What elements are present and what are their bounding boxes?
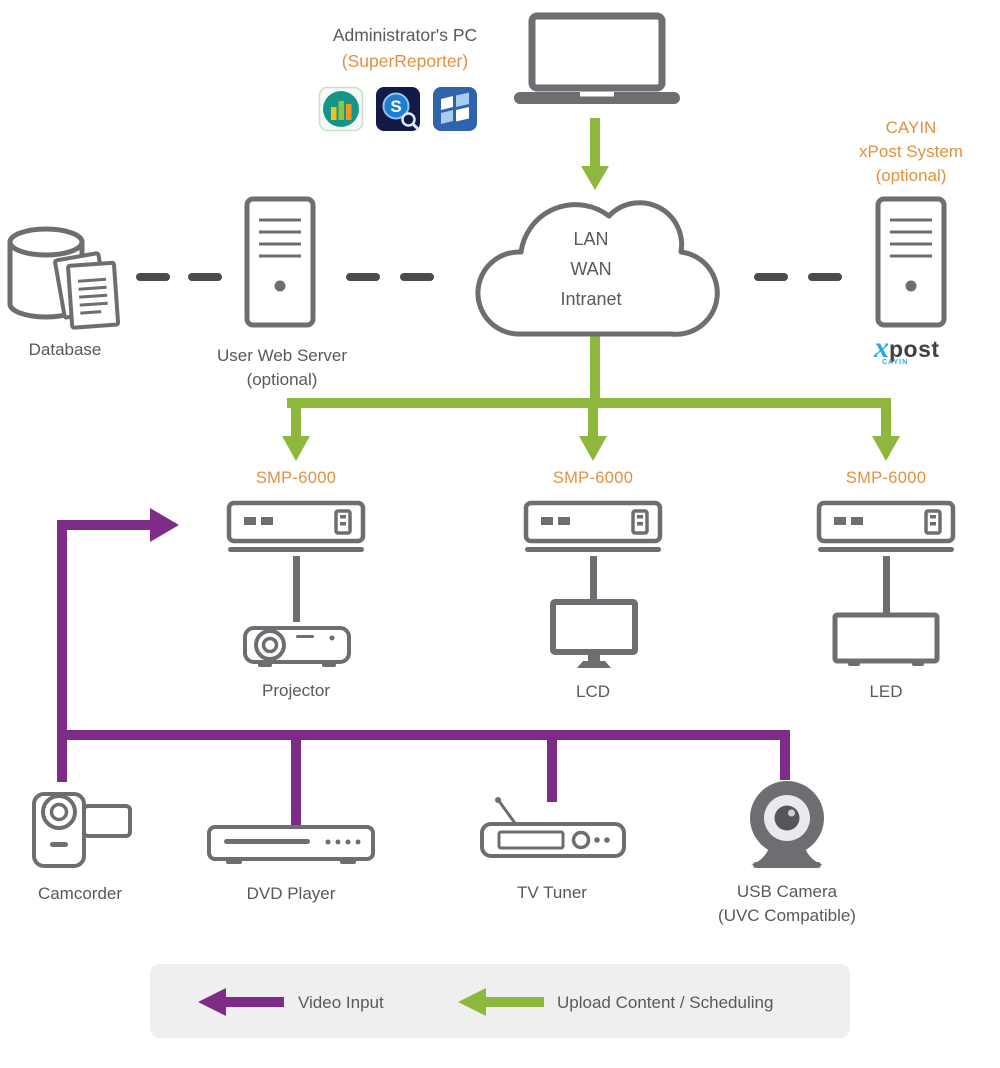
player-display-links xyxy=(293,556,890,622)
cloud-line-3: Intranet xyxy=(560,289,622,309)
database-label: Database xyxy=(28,340,102,359)
web-server-label: User Web Server (optional) xyxy=(187,344,377,392)
xpost-tower-icon xyxy=(875,196,947,328)
tv-tuner-icon xyxy=(480,797,626,858)
smp-player-icon-1 xyxy=(226,500,366,552)
cloud-line-2: WAN xyxy=(570,259,612,279)
purple-video-path xyxy=(57,508,790,826)
superreporter-chart-icon xyxy=(318,86,364,132)
legend-upload-label: Upload Content / Scheduling xyxy=(557,993,774,1012)
xpost-line-2: xPost System xyxy=(859,142,963,161)
led-icon xyxy=(832,612,940,666)
usb-camera-icon xyxy=(750,781,824,868)
dashed-network-links xyxy=(136,273,842,281)
lcd-icon xyxy=(550,599,638,668)
source-label-tv-tuner: TV Tuner xyxy=(517,883,587,902)
source-label-dvd: DVD Player xyxy=(246,884,336,903)
smp-player-icon-3 xyxy=(816,500,956,552)
display-label-projector: Projector xyxy=(261,681,331,700)
supermonitor-icon: S xyxy=(376,87,420,131)
xpost-logo-x: x xyxy=(874,331,889,364)
green-upload-arrows xyxy=(282,118,900,461)
admin-pc-label: Administrator's PC (SuperReporter) xyxy=(290,22,520,74)
web-server-subtitle: (optional) xyxy=(246,370,318,389)
source-label-usb-camera: USB Camera (UVC Compatible) xyxy=(702,880,872,928)
usb-camera-subtitle: (UVC Compatible) xyxy=(718,906,856,925)
supermonitor-letter: S xyxy=(390,97,401,116)
cloud-line-1: LAN xyxy=(573,229,609,249)
usb-camera-title: USB Camera xyxy=(736,882,838,901)
xpost-line-3: (optional) xyxy=(875,166,947,185)
admin-pc-subtitle: (SuperReporter) xyxy=(341,51,469,71)
source-label-camcorder: Camcorder xyxy=(37,884,123,903)
smp-label-1: SMP-6000 xyxy=(255,469,337,487)
projector-icon xyxy=(243,626,351,667)
cloud-label: LAN WAN Intranet xyxy=(455,224,727,314)
dvd-player-icon xyxy=(207,825,375,864)
superreporter-app-icons: S xyxy=(318,86,478,132)
xpost-logo-post: post xyxy=(889,336,940,362)
admin-pc-title: Administrator's PC xyxy=(332,25,478,45)
xpost-logo: xpost CAYIN xyxy=(874,331,964,369)
web-server-tower-icon xyxy=(244,196,316,328)
display-label-led: LED xyxy=(869,682,903,701)
laptop-icon xyxy=(514,12,680,104)
smp-label-2: SMP-6000 xyxy=(552,469,634,487)
cloud-shape xyxy=(475,200,720,337)
legend-video-label: Video Input xyxy=(298,993,384,1012)
smp-player-icon-2 xyxy=(523,500,663,552)
database-icon xyxy=(7,226,121,330)
xpost-system-label: CAYIN xPost System (optional) xyxy=(826,116,996,188)
smp-label-3: SMP-6000 xyxy=(845,469,927,487)
tiles-app-icon xyxy=(433,87,477,131)
camcorder-icon xyxy=(32,792,132,868)
xpost-line-1: CAYIN xyxy=(885,118,937,137)
xpost-logo-cayin: CAYIN xyxy=(882,359,909,366)
video-input-arrow-icon xyxy=(198,988,284,1016)
web-server-title: User Web Server xyxy=(216,346,348,365)
display-label-lcd: LCD xyxy=(575,682,610,701)
upload-arrow-icon xyxy=(458,988,544,1016)
